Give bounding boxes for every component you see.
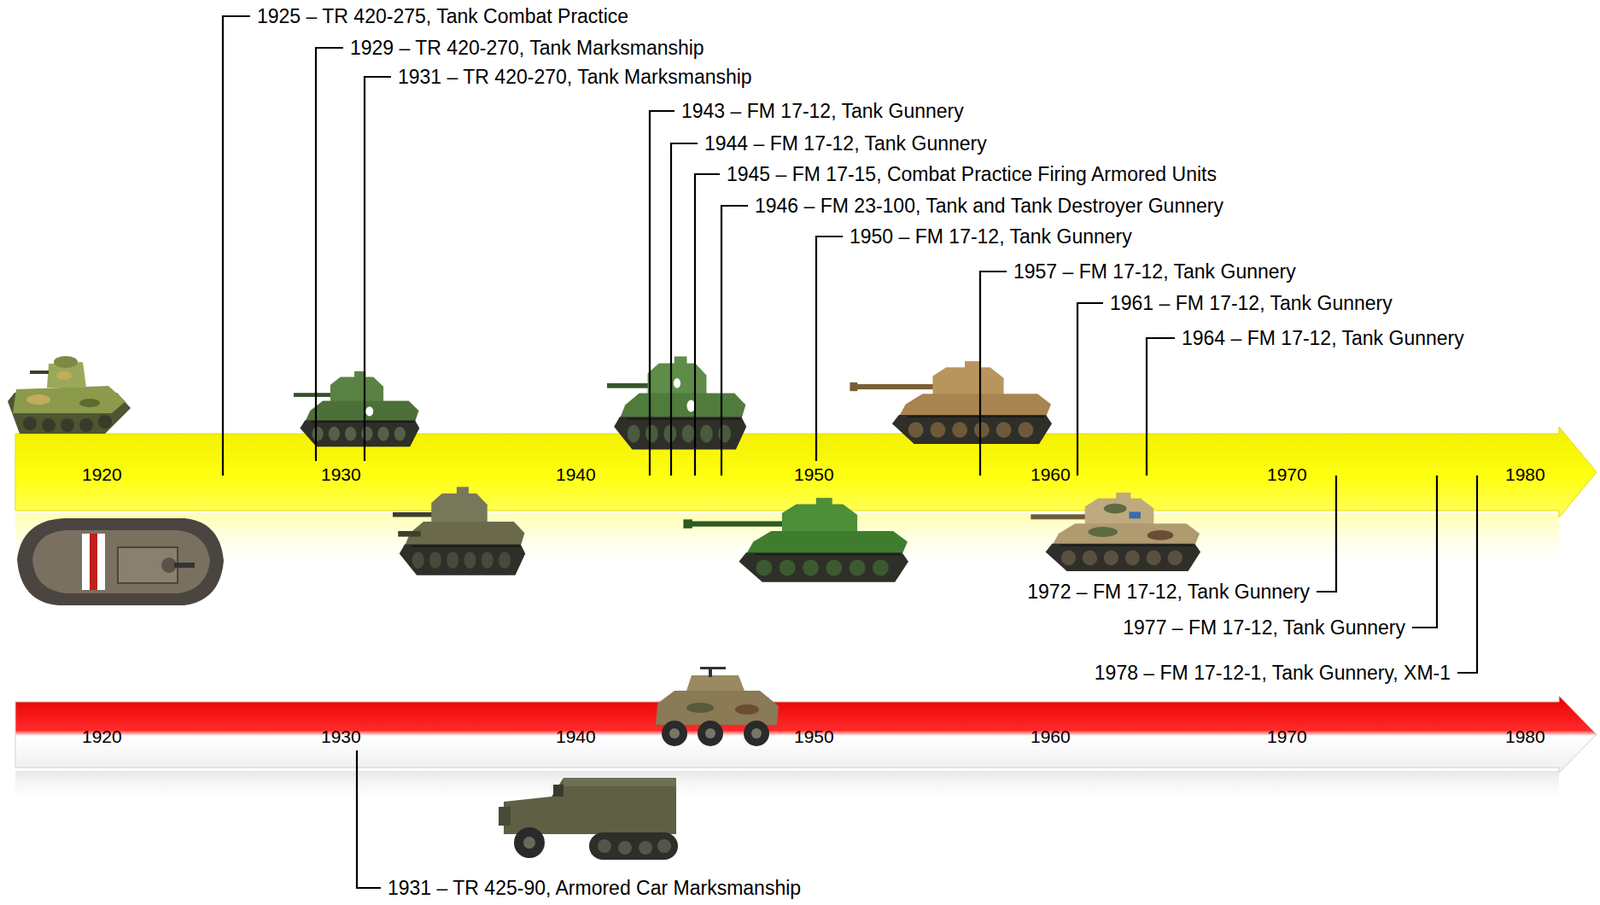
leader-line [1316,475,1337,592]
leader-line [1457,475,1478,673]
leader-line [721,205,748,476]
tank-illustration [1030,492,1201,572]
axis-year: 1940 [555,726,596,748]
manual-entry: 1929 – TR 420-270, Tank Marksmanship [350,36,705,59]
leader-line [816,236,843,462]
leader-line [1077,303,1104,476]
leader-line [980,271,1007,476]
tank-illustration [7,356,131,434]
tank-illustration [293,371,420,447]
half-track-illustration [498,777,678,860]
leader-line [1412,475,1437,628]
axis-year: 1930 [321,726,362,748]
axis-year: 1980 [1505,726,1546,748]
axis-year: 1920 [81,464,123,485]
tank-illustration [17,518,224,606]
axis-year: 1920 [81,726,123,748]
manual-entry: 1964 – FM 17-12, Tank Gunnery [1181,327,1465,350]
bar-reflection [15,770,1560,806]
leader-line [356,750,381,888]
manual-entry: 1950 – FM 17-12, Tank Gunnery [849,225,1133,248]
axis-year: 1960 [1030,464,1071,485]
manual-entry: 1944 – FM 17-12, Tank Gunnery [704,132,987,155]
leader-line [671,143,698,476]
axis-year: 1930 [321,464,362,485]
leader-line [222,16,251,476]
axis-year: 1960 [1030,726,1071,748]
manual-entry: 1925 – TR 420-275, Tank Combat Practice [256,5,629,28]
tank-illustration [392,486,526,575]
tank-illustration [849,361,1052,444]
manual-entry: 1957 – FM 17-12, Tank Gunnery [1013,260,1297,283]
manual-entry: 1945 – FM 17-15, Combat Practice Firing … [726,163,1217,186]
leader-line [364,76,392,462]
axis-year: 1940 [555,464,596,485]
axis-year: 1970 [1267,726,1308,748]
axis-year: 1950 [794,464,835,485]
axis-year: 1980 [1505,464,1546,485]
manual-entry: 1978 – FM 17-12-1, Tank Gunnery, XM-1 [1094,661,1451,684]
axis-year: 1970 [1267,464,1308,485]
axis-year: 1950 [794,726,835,748]
manual-entry: 1931 – TR 425-90, Armored Car Marksmansh… [387,876,801,900]
tank-illustration [607,356,747,450]
leader-line [1146,338,1175,476]
tank-illustration [683,497,909,583]
armored-car-illustration [655,666,779,747]
leader-line [315,47,344,462]
timeline-arrow [15,695,1597,773]
manual-entry: 1977 – FM 17-12, Tank Gunnery [1122,616,1406,639]
manual-entry: 1946 – FM 23-100, Tank and Tank Destroye… [754,194,1224,217]
manual-entry: 1931 – TR 420-270, Tank Marksmanship [397,65,753,88]
manual-entry: 1961 – FM 17-12, Tank Gunnery [1109,291,1393,315]
manual-entry: 1972 – FM 17-12, Tank Gunnery [1027,580,1310,603]
leader-line [694,174,720,476]
manual-entry: 1943 – FM 17-12, Tank Gunnery [681,99,964,123]
timeline-arrow [15,426,1597,518]
